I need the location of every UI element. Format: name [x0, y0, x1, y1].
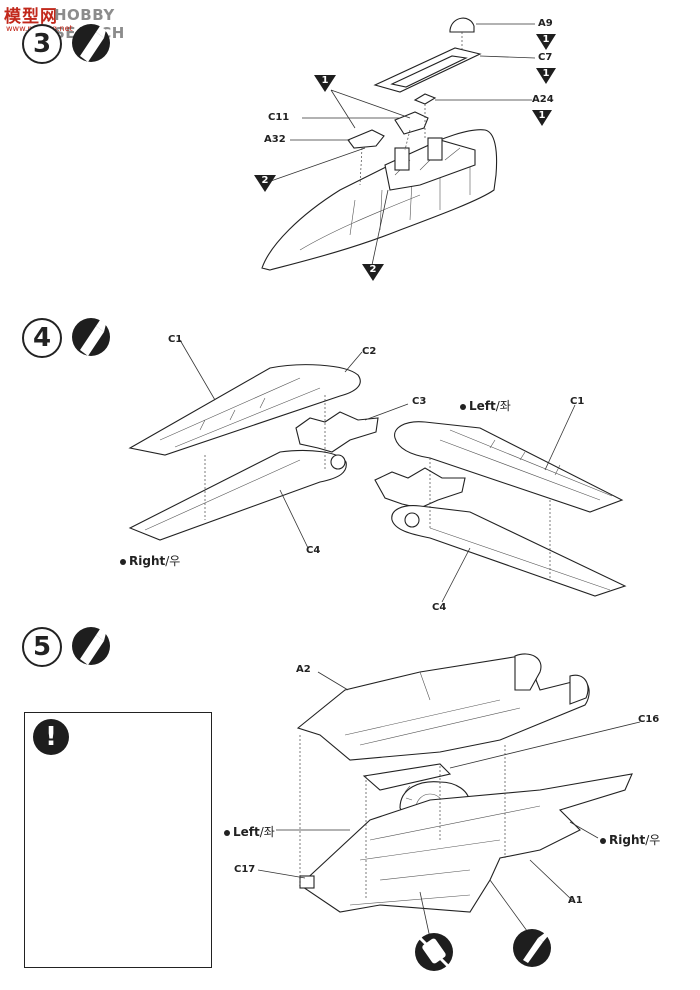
part-a9 — [449, 17, 475, 33]
part-label-a1: A1 — [568, 895, 583, 906]
right-side-label: Right/우 — [120, 552, 180, 569]
part-c16 — [362, 763, 452, 791]
bullet-dot — [120, 558, 126, 565]
part-label-c2: C2 — [362, 346, 377, 357]
part-label-a9: A9 — [538, 18, 553, 29]
part-label-a24: A24 — [532, 94, 554, 105]
part-label-a2: A2 — [296, 664, 311, 675]
inset-reference-box: ! — [24, 712, 212, 968]
part-a2 — [296, 655, 590, 761]
left-side-label: Left/좌 — [460, 397, 511, 414]
wing-right-lower — [128, 449, 347, 541]
part-c11 — [394, 111, 429, 135]
step-number-5: 5 — [22, 627, 62, 667]
step5-drawing — [257, 653, 641, 939]
part-label-c4: C4 — [306, 545, 321, 556]
bullet-dot — [224, 829, 230, 836]
part-a1 — [299, 773, 633, 913]
part-label-a32: A32 — [264, 134, 286, 145]
bullet-dot — [600, 837, 606, 844]
sequence-triangles — [254, 34, 556, 281]
seat-rear — [427, 137, 443, 161]
step-number-3: 3 — [22, 24, 62, 64]
left-side-label: Left/좌 — [224, 823, 275, 840]
part-label-c17: C17 — [234, 864, 256, 875]
glue-tube-icon-step4 — [72, 318, 110, 356]
part-label-c1: C1 — [570, 396, 585, 407]
wing-pivot-gear-right — [295, 411, 379, 453]
part-label-c16: C16 — [638, 714, 660, 725]
pivot-hole-left — [404, 512, 420, 528]
step3-drawing — [261, 17, 536, 271]
step4-drawing — [128, 339, 627, 603]
step-number-4: 4 — [22, 318, 62, 358]
glue-tube-icon-step5 — [72, 627, 110, 665]
part-a32 — [347, 129, 385, 149]
wing-pivot-gear-left — [374, 467, 466, 509]
part-label-c11: C11 — [268, 112, 290, 123]
watermark-cn: 模型网 — [4, 7, 58, 27]
part-c17 — [299, 875, 315, 889]
part-label-c4: C4 — [432, 602, 447, 613]
wing-left-lower — [391, 505, 627, 597]
bullet-dot — [460, 403, 466, 410]
exclamation-icon: ! — [33, 719, 69, 755]
wing-right-upper — [128, 364, 361, 456]
part-a24 — [413, 93, 437, 105]
no-glue-icon — [415, 933, 453, 971]
part-label-c1: C1 — [168, 334, 183, 345]
pivot-hole-right — [330, 454, 346, 470]
glue-tube-icon-step3 — [72, 24, 110, 62]
paint-brush-icon — [513, 929, 551, 967]
right-side-label: Right/우 — [600, 831, 660, 848]
part-label-c3: C3 — [412, 396, 427, 407]
part-label-c7: C7 — [538, 52, 553, 63]
seat-front — [394, 147, 410, 171]
